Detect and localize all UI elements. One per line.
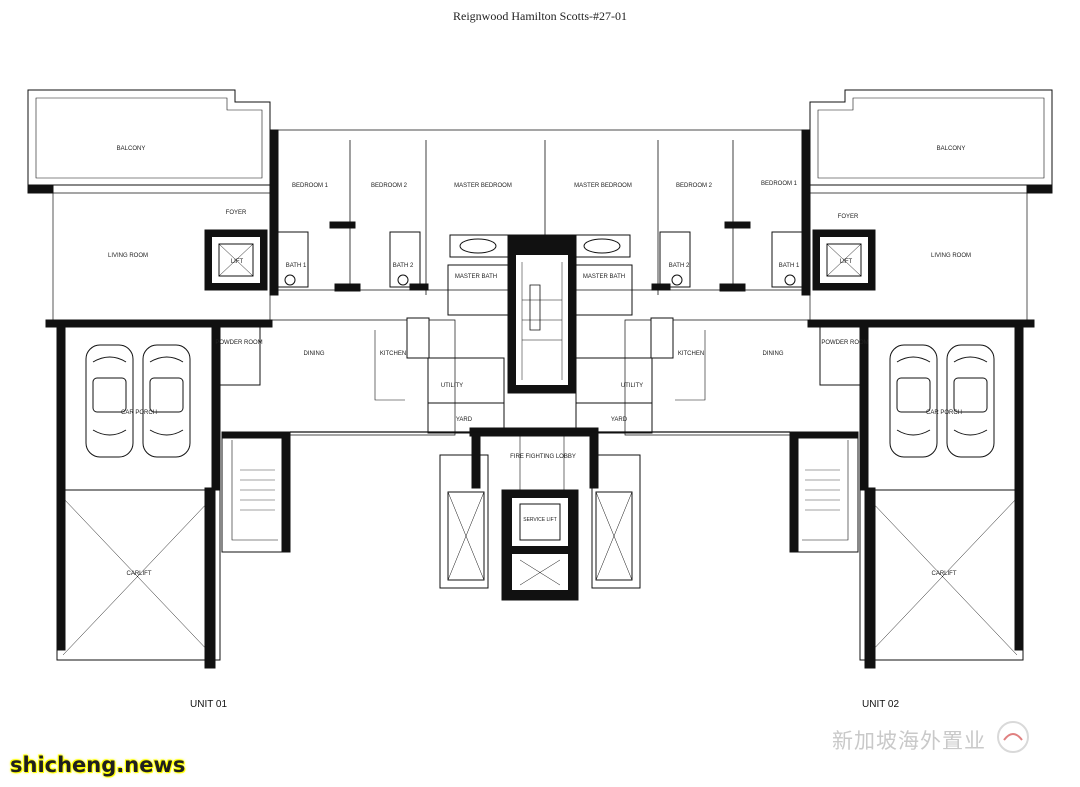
label-bath1-right: BATH 1 [779,263,800,269]
label-utility-right: UTILITY [621,383,643,389]
unit-02-label: UNIT 02 [862,699,900,710]
plan-title: Reignwood Hamilton Scotts-#27-01 [453,9,627,23]
car-left-1 [85,344,134,458]
unit-01-label: UNIT 01 [190,699,228,710]
label-powder-right: POWDER ROOM [821,340,868,346]
label-yard-left: YARD [456,417,473,423]
label-dining-right: DINING [763,351,784,357]
label-yard-right: YARD [611,417,628,423]
label-master-bedroom-right: MASTER BEDROOM [574,183,632,189]
label-lift-left: LIFT [231,259,244,265]
label-bath1-left: BATH 1 [286,263,307,269]
label-carporch-left: CAR PORCH [121,410,157,416]
balcony-left-outline [27,89,271,186]
label-living-right: LIVING ROOM [931,253,971,259]
central-core [290,234,790,601]
label-bedroom1-right: BEDROOM 1 [761,181,798,187]
label-bedroom1-left: BEDROOM 1 [292,183,329,189]
label-fire-lobby: FIRE FIGHTING LOBBY [510,454,576,460]
label-powder-left: POWDER ROOM [215,340,262,346]
car-left-2 [142,344,191,458]
label-kitchen-left: KITCHEN [380,351,406,357]
label-carlift-left: CARLIFT [126,571,151,577]
label-bath2-right: BATH 2 [669,263,690,269]
label-foyer-left: FOYER [226,210,247,216]
label-carlift-right: CARLIFT [931,571,956,577]
label-bedroom2-right: BEDROOM 2 [676,183,713,189]
label-service-lift: SERVICE LIFT [523,517,557,523]
label-lift-right: LIFT [840,259,853,265]
left-unit [27,89,811,669]
site-watermark: shicheng.news [10,753,186,777]
label-carporch-right: CAR PORCH [926,410,962,416]
right-unit [571,89,1053,669]
watermark-logo-icon [997,721,1029,753]
label-master-bath-right: MASTER BATH [583,274,625,280]
label-balcony-right: BALCONY [937,146,966,152]
label-bath2-left: BATH 2 [393,263,414,269]
room-labels: BALCONY BALCONY LIVING ROOM LIVING ROOM … [108,146,971,577]
label-master-bath-left: MASTER BATH [455,274,497,280]
label-foyer-right: FOYER [838,214,859,220]
label-utility-left: UTILITY [441,383,463,389]
label-living-left: LIVING ROOM [108,253,148,259]
wechat-watermark: 新加坡海外置业 [832,729,986,753]
label-dining-left: DINING [304,351,325,357]
label-master-bedroom-left: MASTER BEDROOM [454,183,512,189]
label-bedroom2-left: BEDROOM 2 [371,183,408,189]
label-kitchen-right: KITCHEN [678,351,704,357]
label-balcony-left: BALCONY [117,146,146,152]
